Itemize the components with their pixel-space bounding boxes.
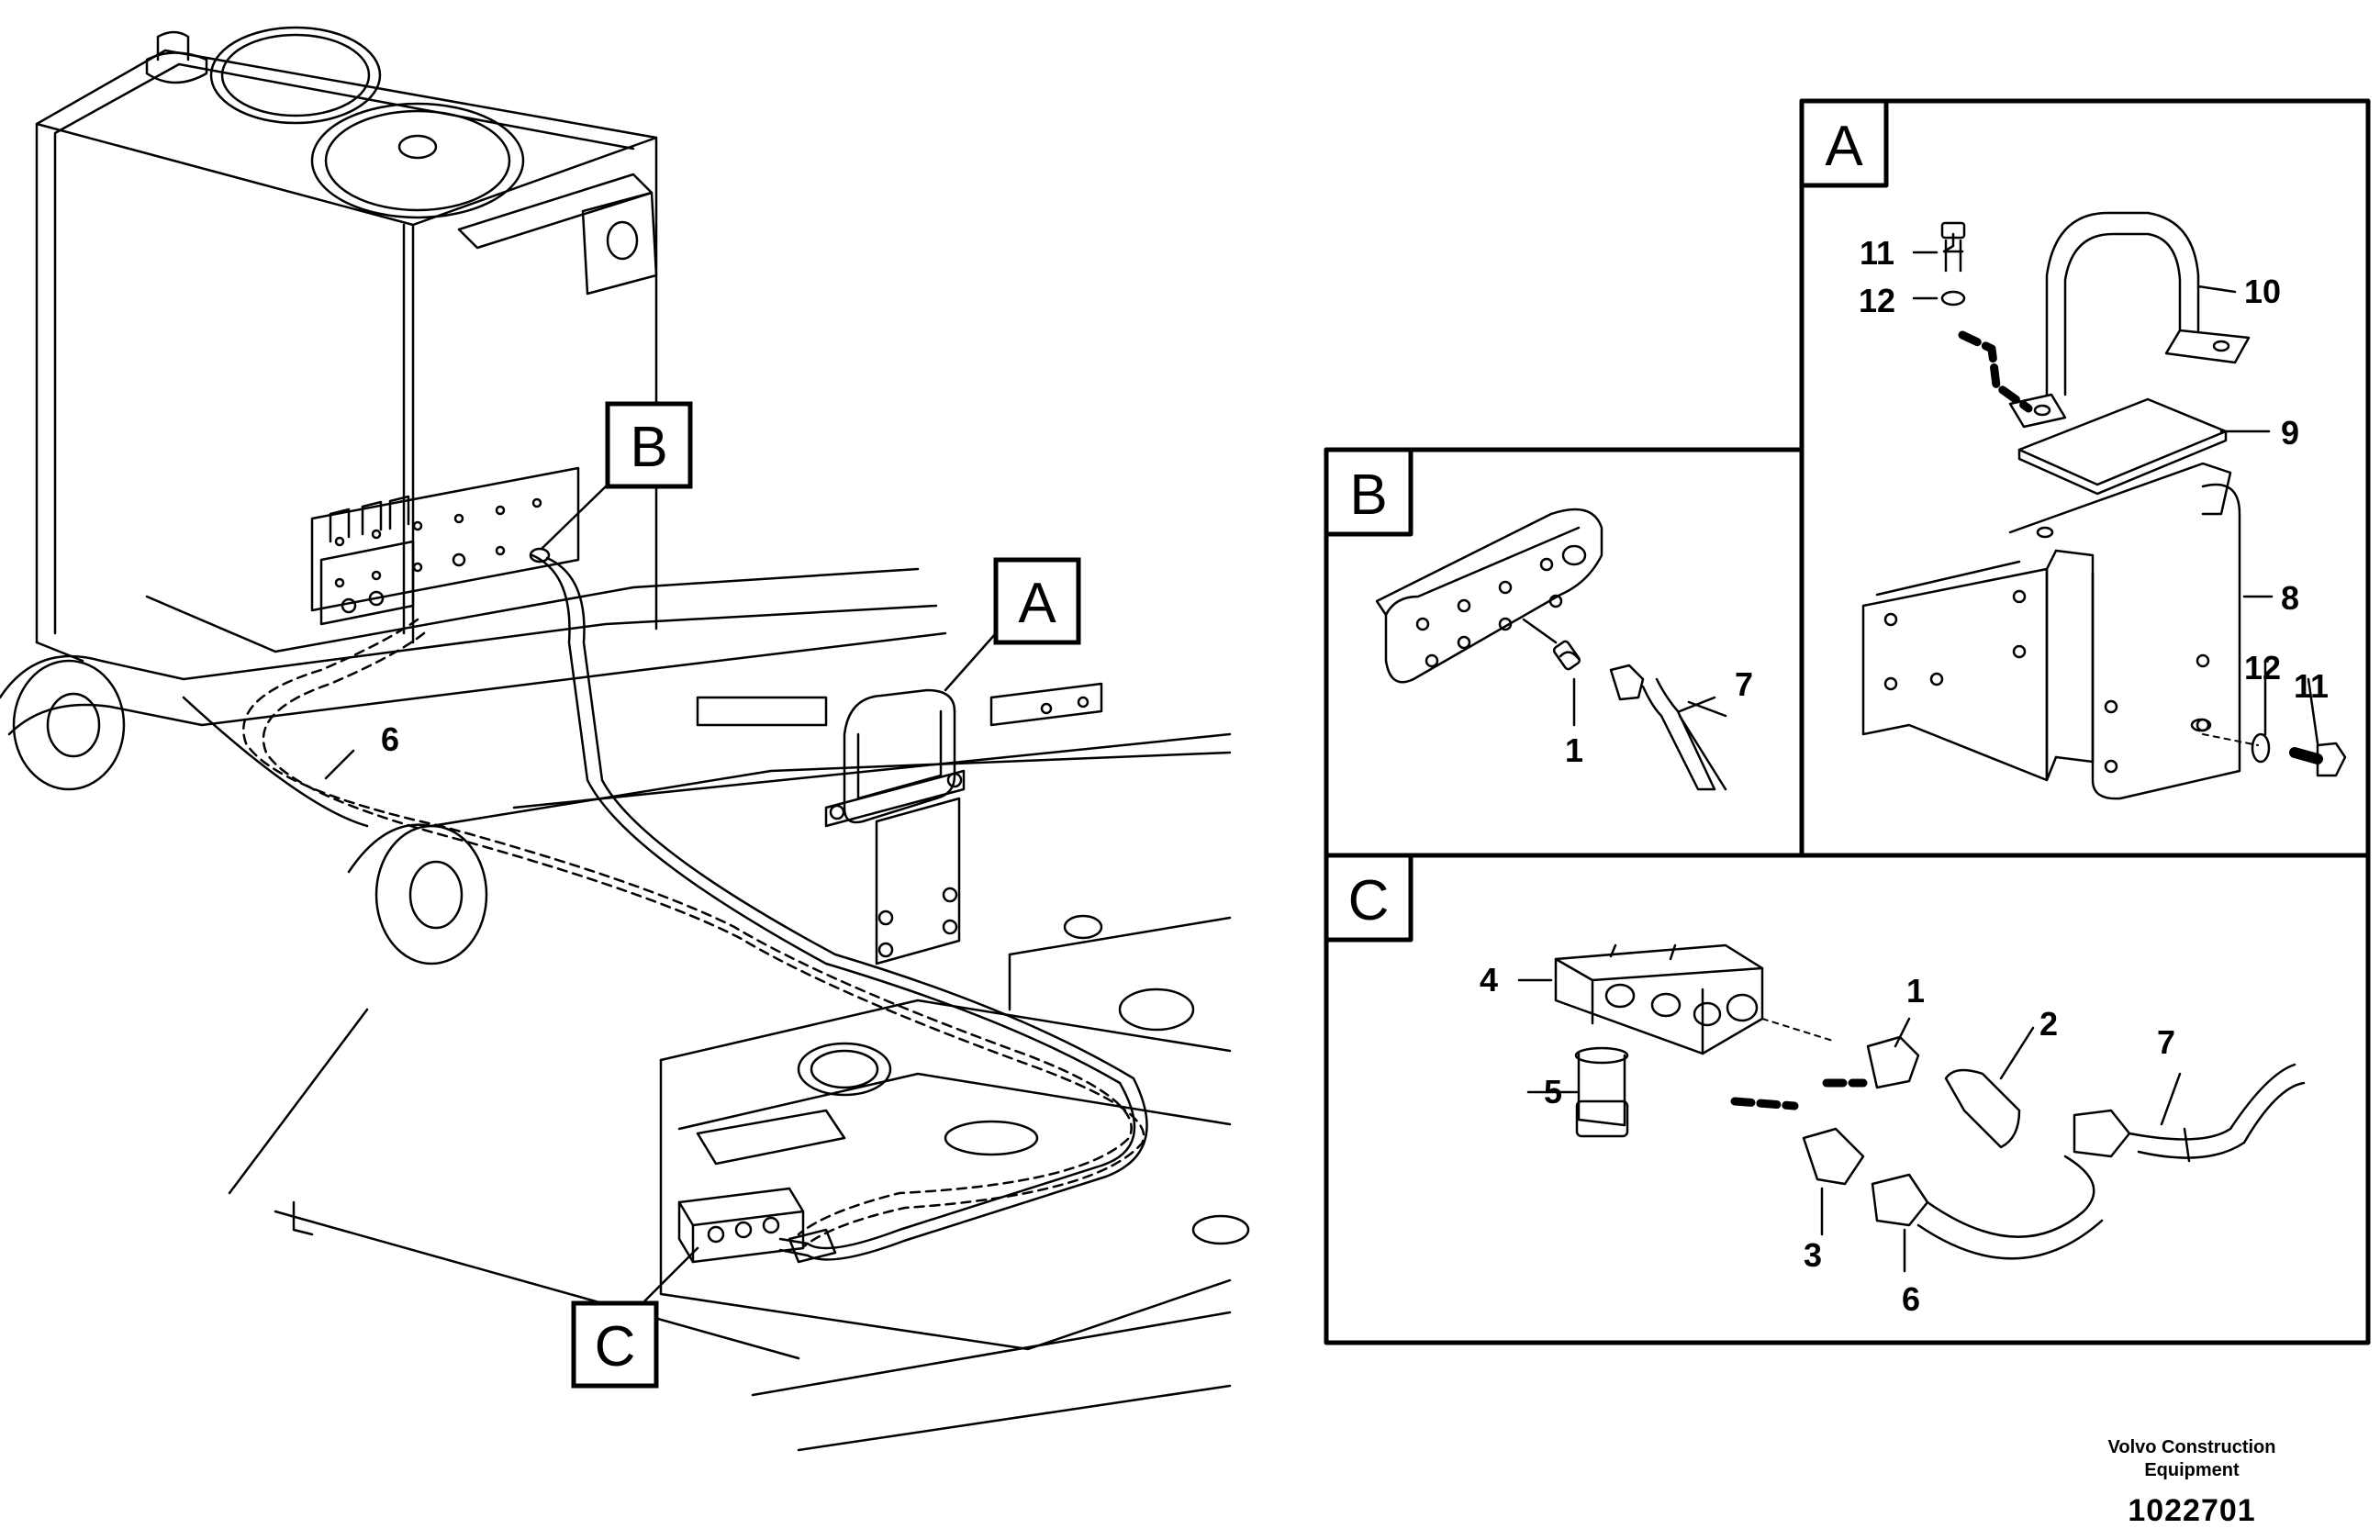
overview-handle-bracket (824, 688, 966, 965)
callout-C-6: 6 (1902, 1280, 1920, 1318)
callout-A-11-top: 11 (1860, 234, 1894, 272)
overview-tag-C-box (571, 1300, 659, 1389)
overview-tag-C: C (595, 1315, 636, 1378)
detail-frames (1324, 98, 2371, 1345)
callout-C-5: 5 (1544, 1073, 1562, 1110)
callout-A-11-side: 11 (2294, 667, 2329, 705)
callout-B-1: 1 (1565, 731, 1583, 769)
overview-tag-A: A (1018, 572, 1056, 635)
detail-C-tag: C (1348, 869, 1390, 932)
detail-C-parts (1517, 943, 2306, 1273)
callout-C-2: 2 (2039, 1005, 2058, 1043)
overview-tag-A-box (993, 557, 1081, 645)
callout-A-12-side: 12 (2244, 649, 2281, 686)
company-name-line2: Equipment (2144, 1460, 2240, 1480)
callout-A-10: 10 (2244, 273, 2281, 310)
lower-frame (274, 914, 1250, 1452)
upper-frame (0, 567, 1232, 1195)
overview-callout-6: 6 (381, 720, 399, 758)
leader-A-overview (944, 631, 998, 692)
overview-hose-7 (529, 547, 1148, 1261)
detail-tag-boxes (1324, 98, 1889, 943)
overview-illustration (0, 26, 1250, 1452)
callout-A-8: 8 (2281, 579, 2299, 617)
leader-C-overview (641, 1246, 699, 1305)
overview-tag-B: B (630, 416, 667, 479)
footer-block: Volvo Construction Equipment 1022701 (2054, 1436, 2330, 1529)
leader-B-overview (540, 485, 608, 551)
callout-A-12-top: 12 (1859, 282, 1895, 319)
callout-C-4: 4 (1480, 961, 1498, 999)
overview-distribution-block (677, 1187, 837, 1264)
overview-tag-B-box (605, 401, 693, 489)
valve-block (319, 495, 415, 626)
callout-C-7: 7 (2157, 1023, 2175, 1061)
document-number: 1022701 (2128, 1493, 2256, 1528)
detail-A-tag: A (1825, 115, 1863, 178)
company-name-line1: Volvo Construction (2107, 1437, 2276, 1457)
callout-C-1: 1 (1906, 972, 1925, 1010)
leader-6-overview (324, 749, 355, 780)
detail-B-tag: B (1349, 463, 1387, 527)
detail-A-parts (1861, 211, 2347, 800)
hydraulic-tank (35, 26, 658, 663)
callout-B-7: 7 (1735, 665, 1753, 703)
detail-B-parts (1375, 508, 1727, 791)
overview-hose-6 (242, 618, 1145, 1248)
callout-A-9: 9 (2281, 414, 2299, 452)
callout-C-3: 3 (1804, 1236, 1822, 1274)
